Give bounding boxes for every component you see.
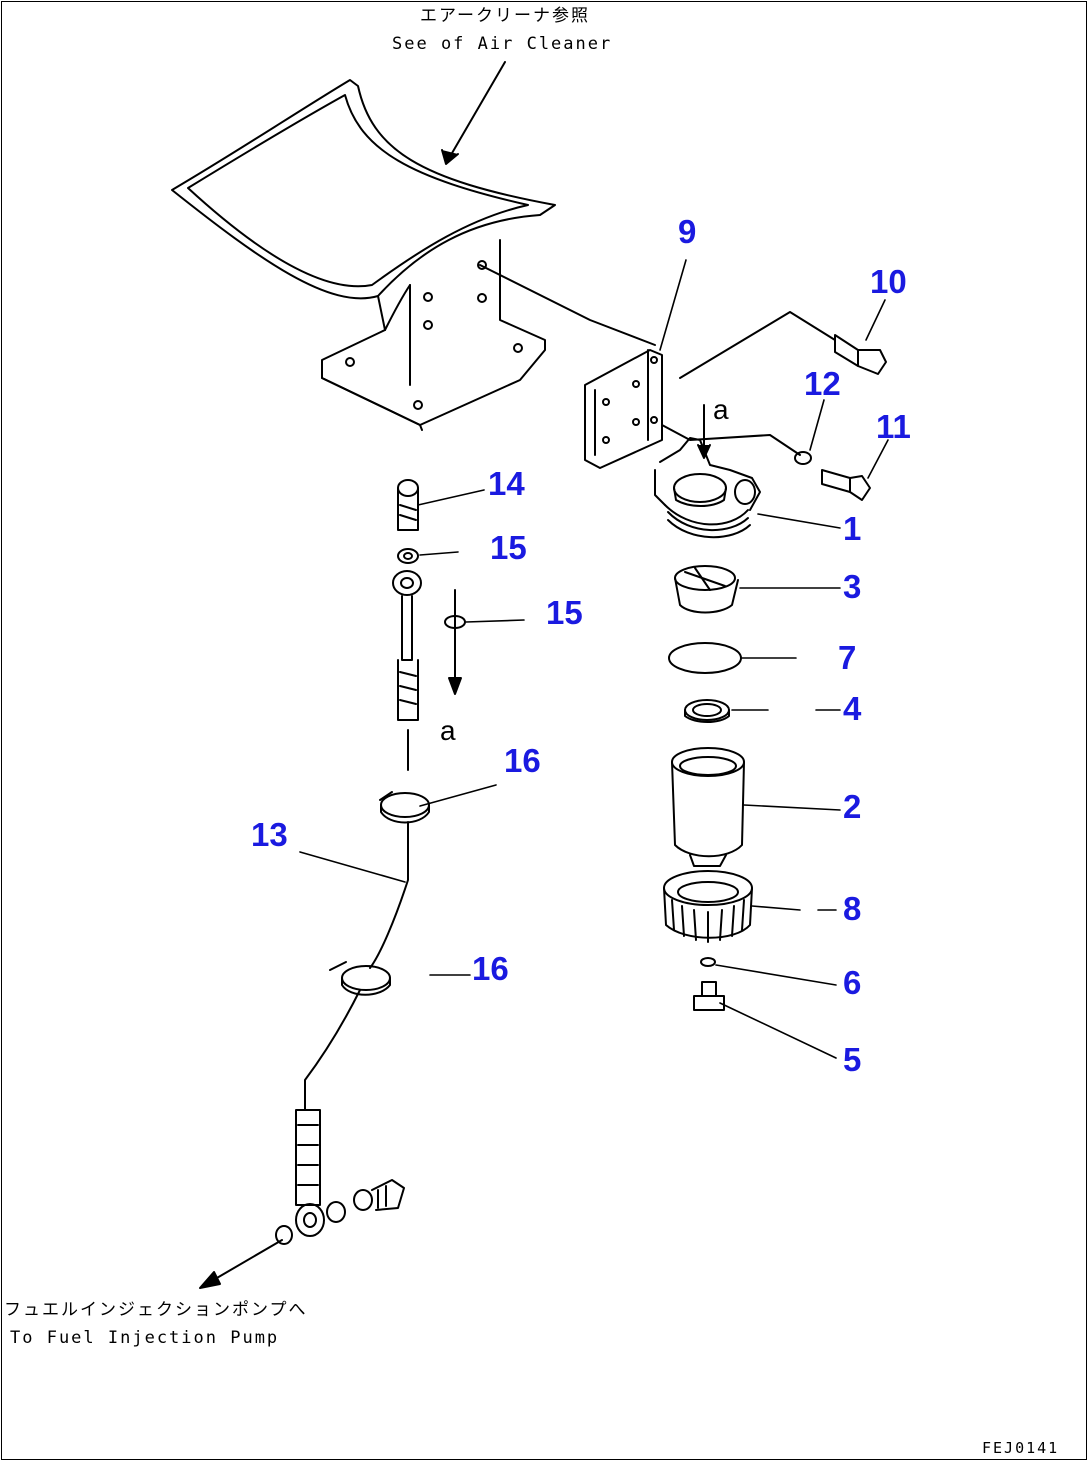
filter-bracket bbox=[584, 349, 663, 469]
washer-15-upper-inner bbox=[403, 552, 413, 560]
part-label-10: 10 bbox=[870, 263, 907, 300]
ring-nut-8 bbox=[663, 870, 753, 943]
clamp-16-lower bbox=[329, 961, 391, 996]
part-label-9: 9 bbox=[678, 213, 697, 250]
bolt-11 bbox=[821, 469, 871, 501]
part-label-11: 11 bbox=[876, 408, 911, 445]
part-label-16-upper: 16 bbox=[504, 742, 541, 779]
note-bottom-jp: フュエルインジェクションポンプへ bbox=[4, 1300, 308, 1320]
seal-4 bbox=[684, 699, 730, 723]
part-label-7: 7 bbox=[838, 639, 857, 676]
part-label-1: 1 bbox=[843, 510, 862, 547]
bolt-centerline bbox=[679, 311, 836, 379]
filter-head bbox=[654, 404, 761, 539]
arrow-tag-left: a bbox=[440, 715, 456, 746]
note-bottom-en: To Fuel Injection Pump bbox=[10, 1328, 280, 1348]
drain-plug-5 bbox=[693, 981, 725, 1011]
arrow-tag-right: a bbox=[713, 394, 729, 425]
part-label-12: 12 bbox=[804, 365, 841, 402]
part-label-6: 6 bbox=[843, 964, 862, 1001]
part-label-8: 8 bbox=[843, 890, 862, 927]
fuel-pump-arrowhead bbox=[199, 1271, 221, 1289]
washer-15-upper bbox=[397, 548, 419, 564]
part-label-13: 13 bbox=[251, 816, 288, 853]
eye-bolt-14 bbox=[397, 479, 419, 531]
o-ring-7 bbox=[668, 642, 742, 674]
hose-fitting-upper bbox=[392, 570, 422, 721]
bolt-centerline-2 bbox=[661, 424, 801, 456]
note-top-en: See of Air Cleaner bbox=[392, 34, 613, 54]
part-label-2: 2 bbox=[843, 788, 862, 825]
air-cleaner-arrowhead bbox=[441, 149, 459, 165]
clamp-16-upper bbox=[379, 791, 430, 824]
part-label-4: 4 bbox=[843, 690, 862, 727]
leader-lines bbox=[299, 259, 889, 1059]
hose-fitting-lower bbox=[275, 1109, 405, 1245]
fuel-pump-leader bbox=[209, 1239, 283, 1283]
part-label-14: 14 bbox=[488, 465, 525, 502]
figure-code: FEJ0141 bbox=[982, 1439, 1060, 1457]
washer-12 bbox=[794, 451, 812, 465]
element-3 bbox=[674, 565, 739, 614]
part-label-15-lower: 15 bbox=[546, 594, 583, 631]
air-cleaner-bracket bbox=[171, 79, 656, 431]
air-cleaner-leader bbox=[447, 61, 506, 161]
o-ring-6 bbox=[700, 957, 716, 967]
part-label-16-lower: 16 bbox=[472, 950, 509, 987]
part-label-5: 5 bbox=[843, 1041, 862, 1078]
part-label-15-upper: 15 bbox=[490, 529, 527, 566]
hose-13 bbox=[304, 729, 409, 1111]
bolt-10 bbox=[834, 334, 887, 375]
note-top-jp: エアークリーナ参照 bbox=[420, 6, 590, 26]
arrow-a-left-head bbox=[448, 677, 462, 695]
bowl-2 bbox=[671, 747, 745, 867]
part-label-3: 3 bbox=[843, 568, 862, 605]
